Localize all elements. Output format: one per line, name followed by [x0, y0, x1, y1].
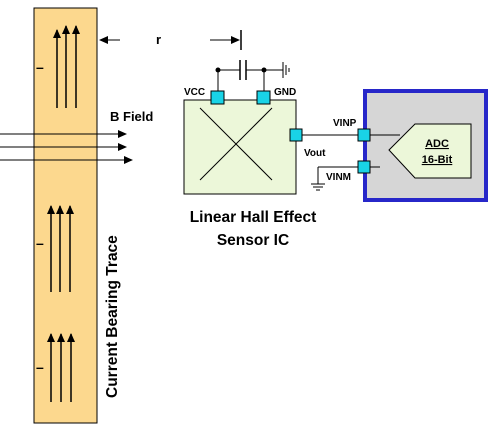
current-arrows-top	[53, 25, 80, 108]
ground-symbol-bottom	[311, 183, 325, 191]
adc-title: ADC	[425, 138, 449, 150]
signal-wiring	[302, 134, 358, 184]
adc-input-wiring	[370, 134, 400, 168]
minus-sign-top: –	[36, 59, 44, 75]
vinp-pin	[357, 128, 371, 142]
vcc-junction-dot	[215, 67, 221, 73]
distance-label: r	[156, 32, 161, 47]
vinp-label: VINP	[333, 118, 357, 129]
gnd-pin	[256, 90, 271, 105]
minus-sign-middle: –	[36, 235, 44, 251]
vout-label: Vout	[304, 148, 326, 159]
vcc-pin	[210, 90, 225, 105]
sensor-label-line2: Sensor IC	[217, 232, 289, 249]
current-arrows-bottom	[47, 333, 75, 402]
trace-label: Current Bearing Trace	[104, 235, 121, 398]
adc-bits: 16-Bit	[422, 154, 453, 166]
distance-indicator	[99, 30, 242, 50]
vcc-label: VCC	[184, 87, 205, 98]
vinm-pin	[357, 160, 371, 174]
capacitor	[239, 60, 247, 80]
vout-pin	[289, 128, 303, 142]
ground-symbol-top	[282, 62, 290, 78]
b-field-label: B Field	[110, 109, 153, 124]
sensor-label-line1: Linear Hall Effect	[190, 209, 317, 226]
gnd-label: GND	[274, 87, 296, 98]
current-arrows-middle	[47, 205, 74, 292]
gnd-junction-dot	[261, 67, 267, 73]
minus-sign-bottom: –	[36, 359, 44, 375]
adc-symbol	[388, 123, 472, 179]
vinm-label: VINM	[326, 172, 351, 183]
sensor-cross	[199, 107, 273, 181]
sensor-ic-body	[183, 99, 297, 195]
b-field-arrows	[0, 130, 133, 164]
